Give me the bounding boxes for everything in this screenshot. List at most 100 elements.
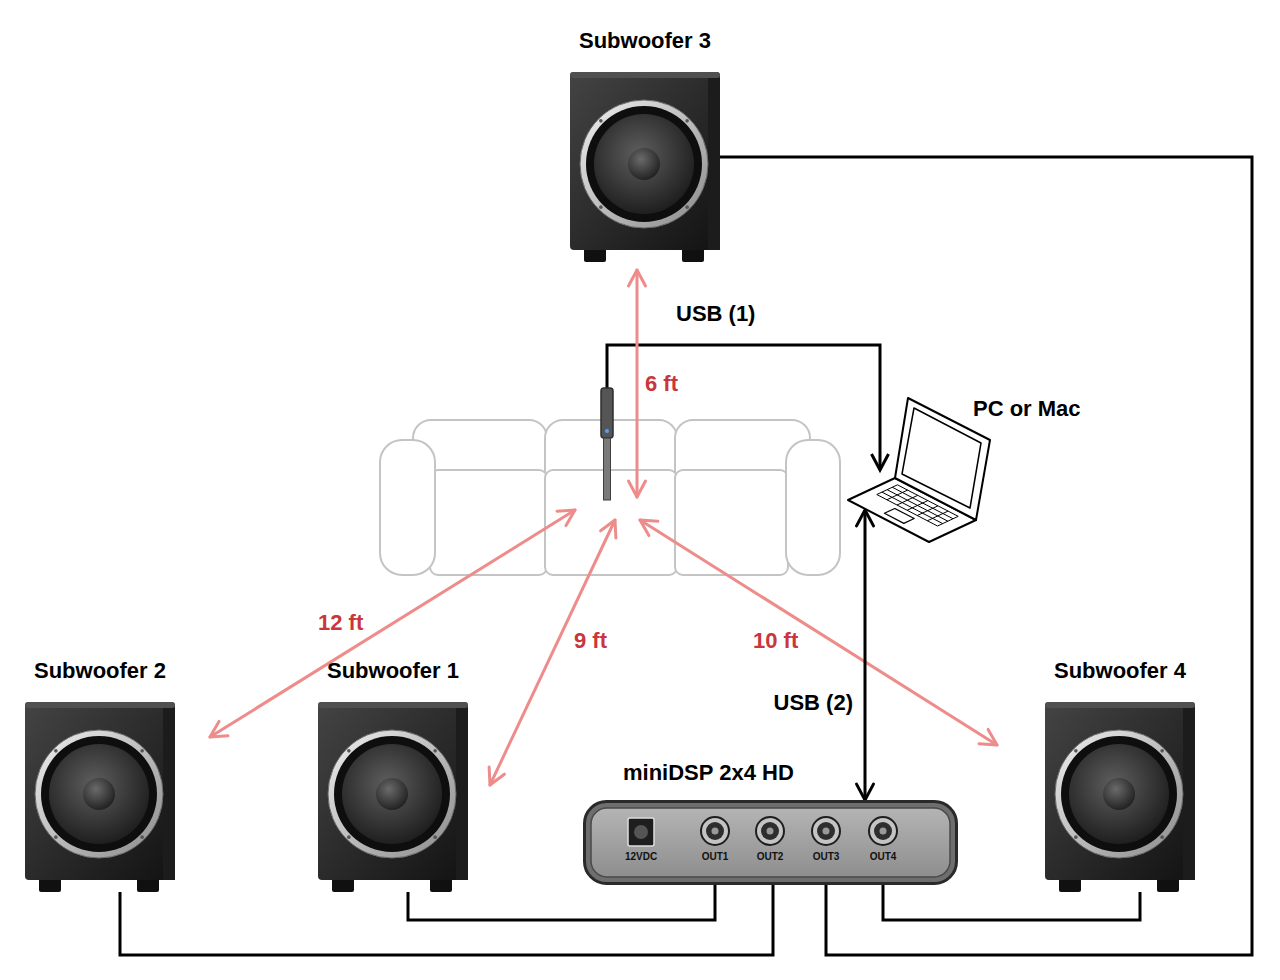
rca-jack-pin: [767, 828, 774, 835]
couch-seat: [675, 470, 788, 575]
keyboard-line: [938, 516, 959, 526]
driver-ring: [1055, 730, 1183, 858]
dust-cap: [83, 778, 115, 810]
subwoofer-node: Subwoofer 3: [570, 72, 720, 262]
distance-label: 9 ft: [574, 628, 607, 654]
distance-label: 10 ft: [753, 628, 798, 654]
measurement-microphone: [601, 388, 613, 500]
arrow-head: [557, 510, 575, 526]
driver-screw: [433, 749, 437, 753]
cabinet-side: [163, 708, 175, 880]
dsp-illustration: [583, 800, 958, 885]
cable-connector: [883, 885, 1140, 920]
driver-cone: [594, 114, 694, 214]
keyboard-line: [897, 495, 918, 505]
driver-screw: [54, 835, 58, 839]
driver-surround: [334, 736, 450, 852]
keyboard-line: [877, 495, 938, 527]
computer-node: PC or Mac: [848, 398, 993, 510]
speaker-label: Subwoofer 4: [1054, 658, 1186, 684]
rca-jack-inner: [706, 822, 724, 840]
driver-ring: [35, 730, 163, 858]
distance-line: [210, 510, 575, 737]
speaker-label: Subwoofer 2: [34, 658, 166, 684]
keyboard-line: [882, 492, 943, 523]
cable-line: [864, 510, 867, 800]
driver-cone: [1069, 744, 1169, 844]
driver-screw: [685, 119, 689, 123]
distance-label: 6 ft: [645, 371, 678, 397]
arrow-head: [629, 481, 646, 497]
driver-screw: [1074, 749, 1078, 753]
rca-jack-pin: [712, 828, 719, 835]
driver-cone: [49, 744, 149, 844]
driver-screw: [1160, 749, 1164, 753]
speaker-cabinet: [1045, 702, 1195, 880]
cable-label: USB (1): [676, 301, 755, 327]
driver-screw: [433, 835, 437, 839]
dust-cap: [628, 148, 660, 180]
port-label: OUT1: [702, 851, 729, 863]
dsp-node: miniDSP 2x4 HD12VDCOUT1OUT2OUT3OUT4: [583, 800, 958, 885]
driver-screw: [1160, 835, 1164, 839]
arrow-head: [601, 520, 616, 538]
cabinet-edge: [570, 72, 720, 78]
power-jack-hole: [634, 825, 648, 839]
cabinet-edge: [318, 702, 468, 708]
arrow-head: [872, 454, 889, 470]
port-label: 12VDC: [625, 851, 657, 863]
keyboard-line: [917, 506, 938, 516]
cable-line: [883, 885, 1140, 920]
speaker-label: Subwoofer 3: [579, 28, 711, 54]
usb-wire: [607, 345, 880, 468]
port-label: OUT2: [757, 851, 784, 863]
speaker-label: Subwoofer 1: [327, 658, 459, 684]
arrow-head: [210, 721, 228, 737]
rca-jack: [756, 817, 784, 845]
driver-screw: [140, 835, 144, 839]
device-label: PC or Mac: [973, 396, 1081, 422]
mic-led: [605, 429, 609, 433]
distance-arrows: [210, 270, 997, 785]
rca-jack: [869, 817, 897, 845]
keyboard-line: [877, 485, 898, 495]
arrow-head: [979, 729, 997, 745]
power-jack: [628, 818, 654, 846]
laptop-icon: [848, 398, 990, 542]
speaker-cabinet: [318, 702, 468, 880]
couch: [380, 420, 840, 575]
sub-illustration: [25, 702, 175, 892]
subwoofer-node: Subwoofer 2: [25, 702, 175, 892]
port-label: OUT4: [870, 851, 897, 863]
arrow-head: [489, 767, 504, 785]
touchpad: [884, 508, 914, 523]
cabinet-side: [456, 708, 468, 880]
dust-cap: [376, 778, 408, 810]
driver-screw: [599, 119, 603, 123]
laptop-illustration: [848, 398, 993, 543]
driver-screw: [599, 205, 603, 209]
driver-ring: [580, 100, 708, 228]
couch-arm: [786, 440, 840, 575]
sub-illustration: [570, 72, 720, 262]
couch-arm: [380, 440, 435, 575]
port-label: OUT3: [813, 851, 840, 863]
driver-screw: [347, 749, 351, 753]
arrow-head: [629, 270, 646, 286]
speaker-cabinet: [570, 72, 720, 250]
distance-line: [490, 520, 615, 785]
rca-jack-inner: [817, 822, 835, 840]
rca-jack-inner: [874, 822, 892, 840]
driver-screw: [140, 749, 144, 753]
speaker-cabinet: [25, 702, 175, 880]
driver-screw: [54, 749, 58, 753]
driver-surround: [586, 106, 702, 222]
dust-cap: [1103, 778, 1135, 810]
distance-line: [636, 270, 639, 497]
distance-label: 12 ft: [318, 610, 363, 636]
arrow-head: [857, 784, 874, 800]
rca-jack-pin: [880, 828, 887, 835]
keyboard-line: [927, 511, 948, 521]
cable-connector: [408, 885, 715, 920]
